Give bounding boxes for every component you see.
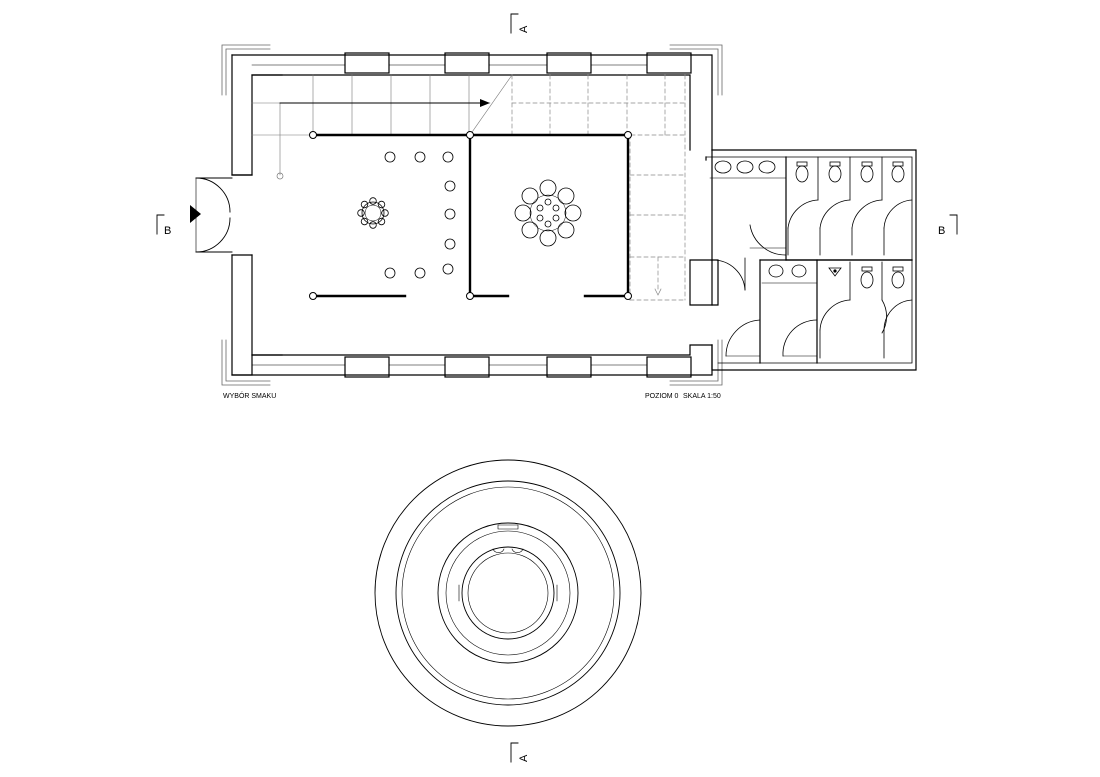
interior-partitions: [311, 133, 630, 298]
wc-cubicles-lower: [819, 261, 913, 359]
sinks-lower: [768, 264, 807, 278]
wc-cubicles-upper: [787, 156, 913, 256]
urinal-icon: [828, 267, 842, 277]
scale-label: SKALA 1:50: [683, 393, 721, 400]
section-label-a-top: A: [518, 25, 530, 33]
stair-grid-solid: [251, 74, 513, 176]
table-cluster-center: [514, 179, 582, 247]
stair-start-marker: [276, 172, 284, 180]
entrance-doors: [195, 177, 233, 253]
partition-nodes: [309, 131, 632, 300]
corner-marks: [221, 44, 723, 386]
annex-doors: [712, 224, 818, 357]
round-table-left: [357, 197, 389, 229]
section-label-a-bottom: A: [518, 754, 530, 762]
section-mark-b-right: [949, 214, 958, 235]
section-mark-a-top: [510, 13, 519, 34]
window-piers-top: [251, 52, 692, 74]
window-piers-bottom: [251, 356, 692, 378]
level-label: POZIOM 0: [645, 393, 679, 400]
chairs-left-room: [384, 151, 456, 279]
section-label-b-left: B: [164, 225, 171, 237]
project-label: WYBÓR SMAKU: [223, 391, 276, 400]
section-label-b-right: B: [938, 225, 945, 237]
section-mark-b-left: [156, 214, 165, 235]
stair-grid-dashed: [511, 74, 686, 301]
annex-walls: [705, 149, 917, 371]
entrance-arrow-icon: [190, 205, 201, 223]
circular-plan: [374, 459, 642, 727]
stair-down-arrow-icon: [654, 288, 662, 296]
section-mark-a-bottom: [510, 742, 519, 763]
sinks-upper: [714, 160, 776, 174]
